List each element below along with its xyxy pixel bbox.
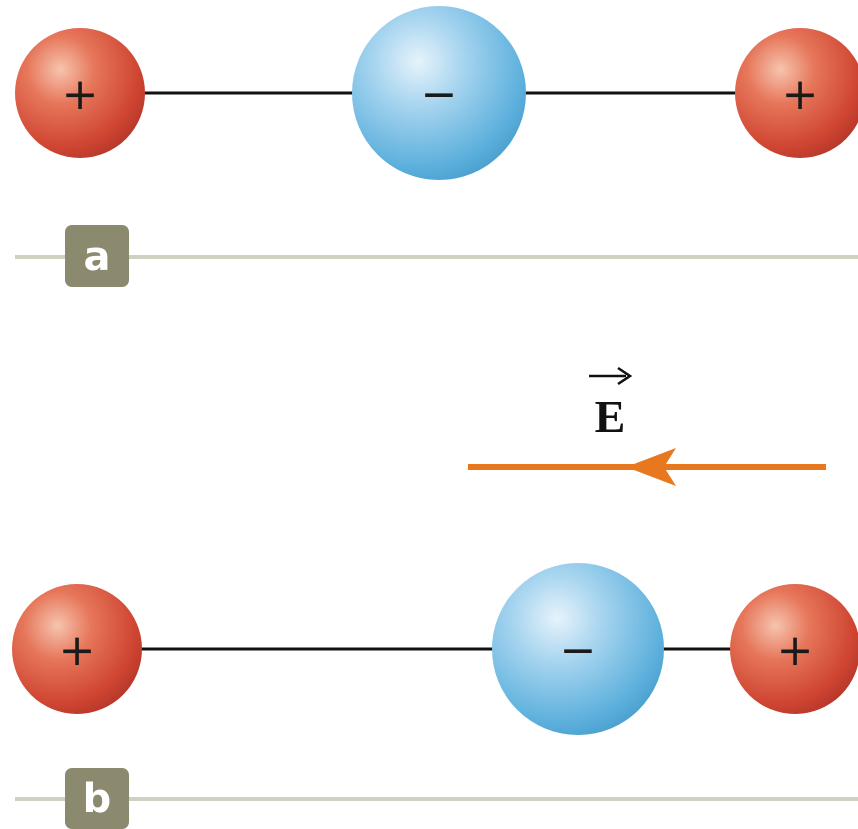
panel-label-badge <box>65 768 129 829</box>
panel-label-badge <box>65 225 129 287</box>
charge-sign-center: − <box>421 69 458 120</box>
charge-sign-left: + <box>62 69 99 120</box>
charge-sign-center: − <box>560 625 597 676</box>
negative-charge <box>492 563 664 735</box>
charge-sign-right: + <box>777 625 814 676</box>
positive-charge-right <box>735 28 858 158</box>
field-arrow-icon <box>468 448 826 486</box>
panel-label: a <box>84 234 111 280</box>
charge-sign-right: + <box>782 69 819 120</box>
charge-sign-left: + <box>59 625 96 676</box>
positive-charge-right <box>730 584 858 714</box>
panel-b: + − + b <box>12 563 858 829</box>
negative-charge <box>352 6 526 180</box>
positive-charge-left <box>15 28 145 158</box>
vector-arrow-icon <box>589 366 633 386</box>
panel-label: b <box>83 776 112 822</box>
electric-field: E <box>468 366 826 486</box>
positive-charge-left <box>12 584 142 714</box>
field-symbol: E <box>595 391 626 442</box>
panel-a: + − + a <box>15 6 858 287</box>
